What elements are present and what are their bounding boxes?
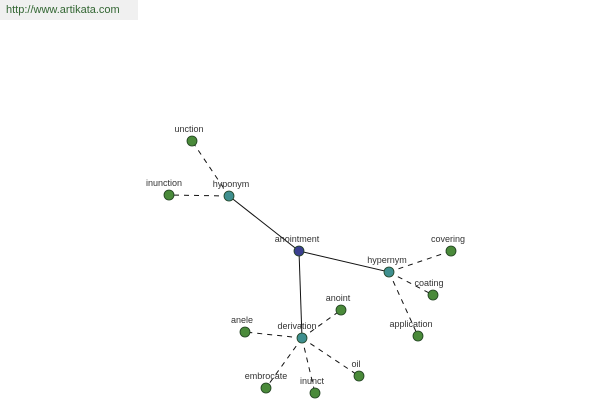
edge-derivation-embrocate: [265, 337, 303, 389]
edge-derivation-anoint: [301, 309, 342, 339]
edge-derivation-oil: [301, 337, 360, 377]
label-inunction[interactable]: inunction: [146, 178, 182, 188]
graph-nodes: [163, 135, 457, 399]
graph-edges: [168, 140, 452, 394]
label-anoint[interactable]: anoint: [326, 293, 351, 303]
node-anele[interactable]: [239, 326, 251, 338]
edge-derivation-anele: [244, 331, 303, 339]
label-derivation[interactable]: derivation: [277, 321, 316, 331]
node-inunct[interactable]: [309, 387, 321, 399]
label-inunct[interactable]: inunct: [300, 376, 325, 386]
label-coating[interactable]: coating: [414, 278, 443, 288]
node-coating[interactable]: [427, 289, 439, 301]
node-derivation[interactable]: [296, 332, 308, 344]
edge-root-derivation: [298, 250, 303, 339]
label-application[interactable]: application: [389, 319, 432, 329]
label-unction[interactable]: unction: [174, 124, 203, 134]
edge-hypernym-application: [388, 271, 419, 337]
node-application[interactable]: [412, 330, 424, 342]
node-inunction[interactable]: [163, 189, 175, 201]
edge-hyponym-unction: [191, 140, 230, 197]
label-embrocate[interactable]: embrocate: [245, 371, 288, 381]
node-unction[interactable]: [186, 135, 198, 147]
node-anoint[interactable]: [335, 304, 347, 316]
node-oil[interactable]: [353, 370, 365, 382]
node-hypernym[interactable]: [383, 266, 395, 278]
edge-root-hyponym: [228, 195, 300, 252]
node-embrocate[interactable]: [260, 382, 272, 394]
label-root[interactable]: anointment: [275, 234, 320, 244]
edge-hypernym-coating: [388, 271, 434, 296]
node-covering[interactable]: [445, 245, 457, 257]
node-root[interactable]: [293, 245, 305, 257]
label-oil[interactable]: oil: [351, 359, 360, 369]
label-hypernym[interactable]: hypernym: [367, 255, 407, 265]
label-hyponym[interactable]: hyponym: [213, 179, 250, 189]
site-url[interactable]: http://www.artikata.com: [0, 0, 138, 20]
edge-root-hypernym: [298, 250, 390, 273]
label-anele[interactable]: anele: [231, 315, 253, 325]
graph-labels: anointment hyponym hypernym derivation uncti…: [146, 124, 465, 386]
edge-hyponym-inunction: [168, 194, 230, 197]
node-hyponym[interactable]: [223, 190, 235, 202]
label-covering[interactable]: covering: [431, 234, 465, 244]
edge-hypernym-covering: [388, 250, 452, 273]
